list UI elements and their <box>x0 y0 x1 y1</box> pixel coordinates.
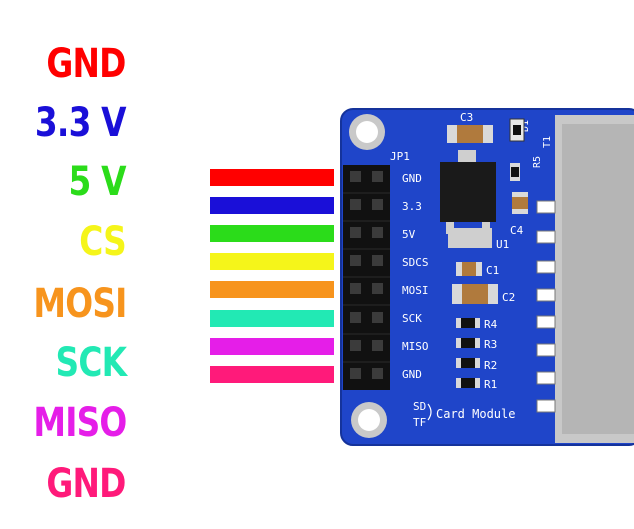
wire-gnd <box>210 169 334 186</box>
wire-gnd2 <box>210 366 334 383</box>
mounting-hole-bottom <box>351 402 387 438</box>
socket-pins <box>536 200 556 413</box>
label-cs: CS <box>79 219 126 265</box>
label-5v: 5 V <box>68 159 127 205</box>
resistor-r3 <box>456 338 480 348</box>
board-pin-miso: MISO <box>402 340 429 353</box>
resistor-r1 <box>456 378 480 388</box>
silkscreen-labels: JP1 GND 3.3 5V SDCS MOSI SCK MISO GND C3… <box>390 111 553 429</box>
header-pins <box>350 171 383 379</box>
capacitor-c1 <box>456 262 482 276</box>
label-u1: U1 <box>496 238 509 251</box>
capacitor-c3 <box>447 125 493 143</box>
board-pin-5v: 5V <box>402 228 416 241</box>
diode-d1 <box>509 118 525 142</box>
label-sd: SD <box>413 400 426 413</box>
label-tf: TF <box>413 416 426 429</box>
resistor-r5 <box>510 163 520 181</box>
label-gnd-bottom: GND <box>46 461 127 507</box>
label-card-module: Card Module <box>436 407 515 421</box>
label-gnd-top: GND <box>46 41 127 87</box>
wire-5v <box>210 225 334 242</box>
label-d1: D1 <box>520 120 531 132</box>
label-c2: C2 <box>502 291 515 304</box>
wire-mosi <box>210 281 334 298</box>
wire-cs <box>210 253 334 270</box>
label-miso: MISO <box>32 400 127 446</box>
capacitor-c2 <box>452 284 498 304</box>
label-3v3: 3.3 V <box>35 100 127 146</box>
board-pin-sdcs: SDCS <box>402 256 429 269</box>
wire-miso <box>210 338 334 355</box>
header-label: JP1 <box>390 150 410 163</box>
wire-sck <box>210 310 334 327</box>
label-sck: SCK <box>55 340 126 386</box>
resistor-r2 <box>456 358 480 368</box>
label-mosi: MOSI <box>32 281 127 327</box>
board-pin-gnd: GND <box>402 172 422 185</box>
board-pin-3v3: 3.3 <box>402 200 422 213</box>
label-r1: R1 <box>484 378 497 391</box>
board-pin-gnd2: GND <box>402 368 422 381</box>
label-r5: R5 <box>532 156 543 168</box>
resistor-r4 <box>456 318 480 328</box>
label-c3: C3 <box>460 111 473 124</box>
label-c4: C4 <box>510 224 524 237</box>
board-pin-sck: SCK <box>402 312 422 325</box>
label-c1: C1 <box>486 264 499 277</box>
capacitor-c4 <box>512 192 528 214</box>
regulator-u1 <box>440 150 496 248</box>
label-r3: R3 <box>484 338 497 351</box>
label-r4: R4 <box>484 318 498 331</box>
mounting-hole-top <box>349 114 385 150</box>
label-t1: T1 <box>542 136 553 148</box>
wire-3v3 <box>210 197 334 214</box>
label-r2: R2 <box>484 359 497 372</box>
board-pin-mosi: MOSI <box>402 284 429 297</box>
